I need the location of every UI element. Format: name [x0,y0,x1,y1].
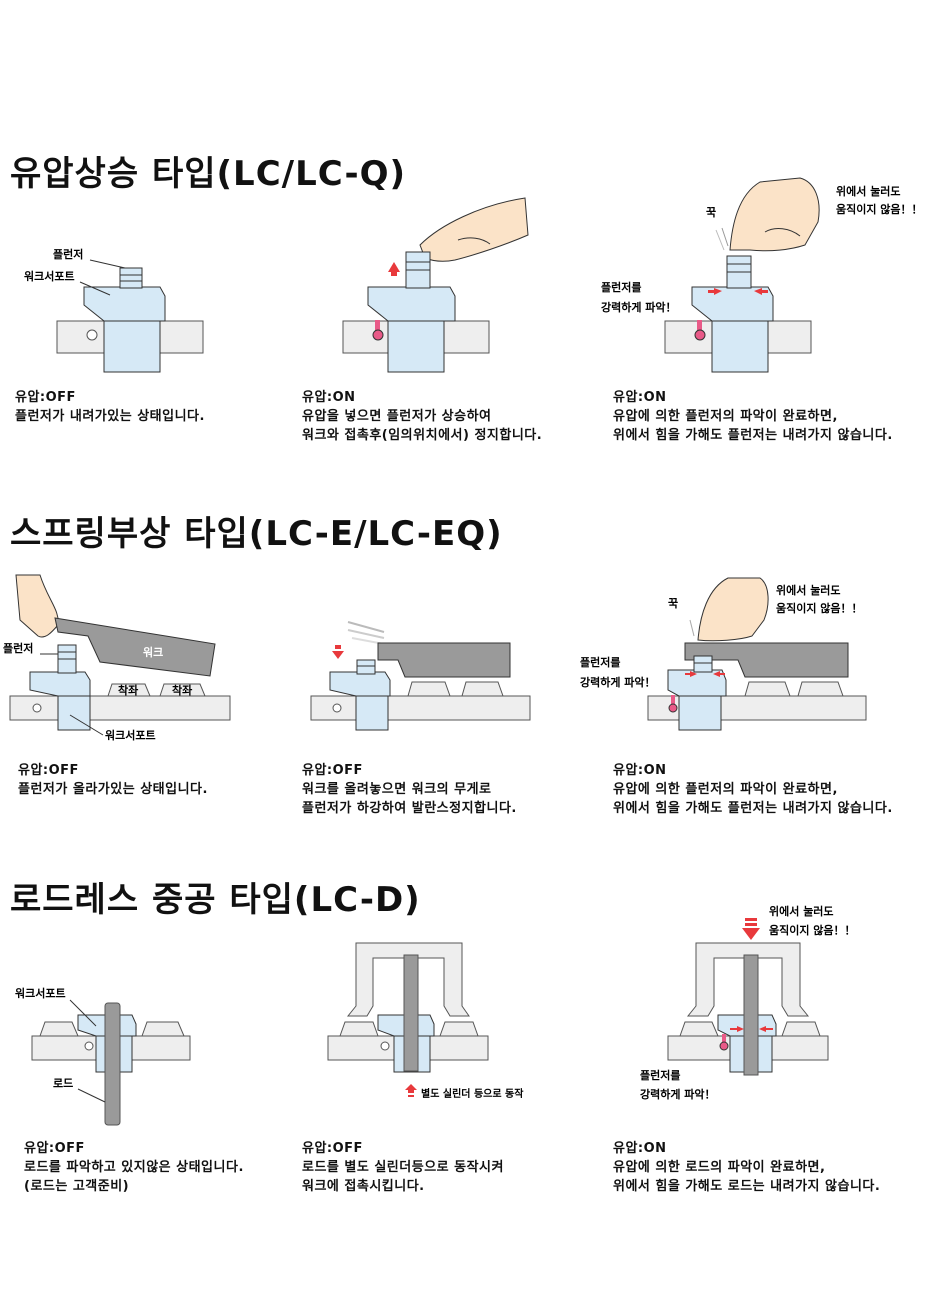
label-press-lc: 꾹 [706,206,716,219]
label-cylinder: 별도 실린더 등으로 동작 [421,1087,524,1100]
label-grip-2-lce: 강력하게 파악！ [580,675,656,689]
diagram-lcd-off: 워크서포트 로드 [15,986,191,1126]
label-grip-1-lc: 플런저를 [601,280,641,294]
caption-lcd-contact: 유압:OFF 로드를 별도 실린더등으로 동작시켜 워크에 접촉시킵니다. [302,1141,504,1194]
caption-lce-balance: 유압:OFF 워크를 올려놓으면 워크의 무게로 플런저가 하강하여 발란스정지… [302,763,517,816]
label-support-lcd: 워크서포트 [15,986,66,1000]
label-unmoved-1-lc: 위에서 눌러도 [836,184,901,198]
diagram-lcd-lock: 위에서 눌러도 움직이지 않음！！ 플런저를 강력하게 파악！ [640,904,856,1101]
label-support: 워크서포트 [24,269,75,283]
caption-lc-off: 유압:OFF 플런저가 내려가있는 상태입니다. [15,390,205,424]
label-plunger: 플런저 [53,247,83,261]
section-title-lce: 스프링부상 타입(LC-E/LC-EQ) [10,514,503,554]
diagram-lc-on-lock: 꾹 위에서 눌러도 움직이지 않음！！ 플런저를 강력하게 파악！ [601,177,923,373]
caption-lcd-lock: 유압:ON 유압에 의한 로드의 파악이 완료하면, 위에서 힘을 가해도 로드… [613,1141,881,1194]
caption-lc-on-lock: 유압:ON 유압에 의한 플런저의 파악이 완료하면, 위에서 힘을 가해도 플… [613,390,893,443]
label-grip-1-lce: 플런저를 [580,655,620,669]
diagram-lce-balance [310,621,531,731]
section-title-lc: 유압상승 타입(LC/LC-Q) [10,154,407,194]
caption-lce-off: 유압:OFF 플런저가 올라가있는 상태입니다. [18,763,208,797]
label-seat-a: 착좌 [118,683,138,697]
label-grip-1-lcd: 플런저를 [640,1068,680,1082]
label-unmoved-2-lcd: 움직이지 않음！！ [769,923,856,937]
caption-lc-on-rise: 유압:ON 유압을 넣으면 플런저가 상승하여 워크와 접촉후(임의위치에서) … [302,390,543,443]
diagram-lce-lock: 꾹 위에서 눌러도 움직이지 않음！！ 플런저를 강력하게 파악！ [580,577,867,731]
label-grip-2-lc: 강력하게 파악！ [601,300,677,314]
label-press-lce: 꾹 [668,597,678,610]
caption-lce-lock: 유압:ON 유압에 의한 플런저의 파악이 완료하면, 위에서 힘을 가해도 플… [613,763,893,816]
label-unmoved-2-lce: 움직이지 않음！！ [776,601,863,615]
diagram-lc-on-rise [342,197,529,373]
label-grip-2-lcd: 강력하게 파악！ [640,1087,716,1101]
label-support-lce: 워크서포트 [105,728,156,742]
diagram-lce-off: 워크 착좌 착좌 플런저 워크서포트 [3,574,231,742]
diagram-lc-off: 플런저 워크서포트 [24,247,204,373]
label-work-lce: 워크 [143,646,163,659]
caption-lcd-off: 유압:OFF 로드를 파악하고 있지않은 상태입니다. (로드는 고객준비) [24,1141,244,1194]
label-plunger-lce: 플런저 [3,641,33,655]
label-unmoved-2-lc: 움직이지 않음！！ [836,202,923,216]
label-rod: 로드 [53,1077,73,1090]
label-seat-b: 착좌 [172,683,192,697]
diagram-lcd-contact: 별도 실린더 등으로 동작 [327,942,524,1100]
label-unmoved-1-lce: 위에서 눌러도 [776,583,841,597]
label-unmoved-1-lcd: 위에서 눌러도 [769,904,834,918]
section-title-lcd: 로드레스 중공 타입(LC-D) [10,880,421,920]
